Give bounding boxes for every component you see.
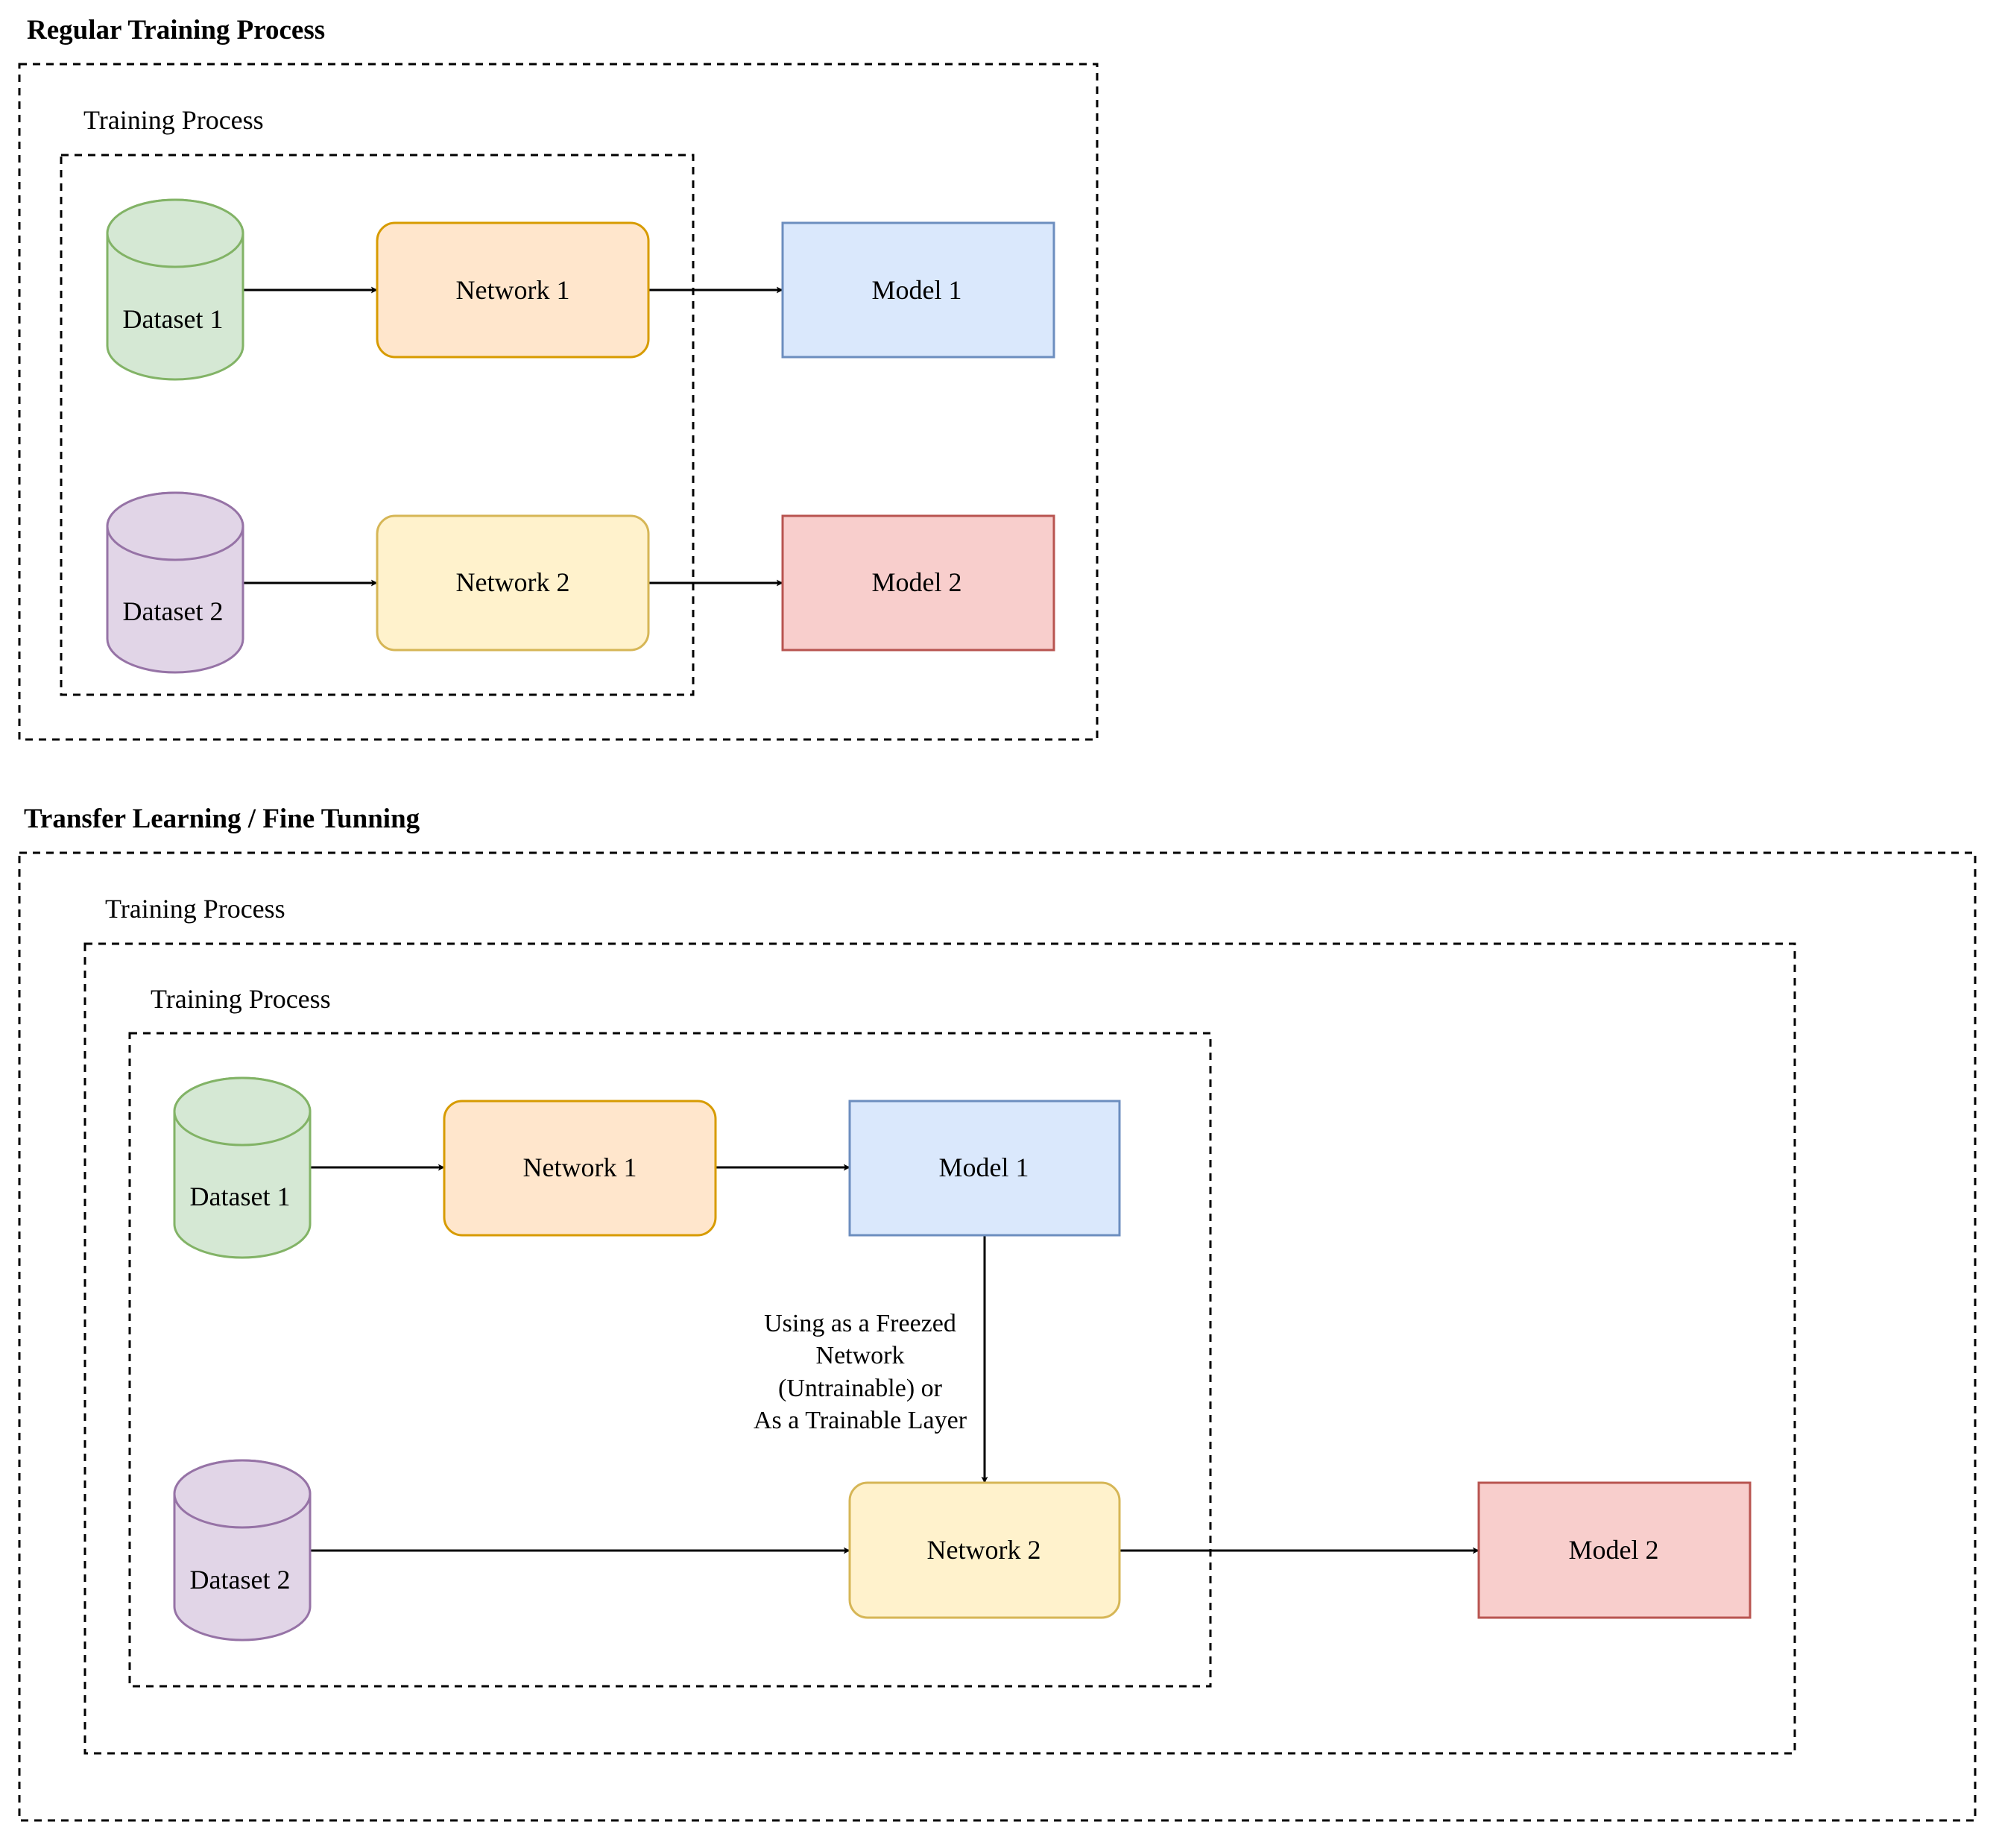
t-network1-box: Network 1 (443, 1100, 717, 1237)
model2-shape (781, 514, 1055, 652)
edge-note-line-4: As a Trainable Layer (754, 1407, 967, 1434)
transfer-inner-training-frame (128, 1032, 1212, 1688)
transfer-inner-frame-label: Training Process (151, 984, 331, 1014)
section-regular: Regular Training Process Training Proces… (18, 15, 1099, 741)
t-model1-box: Model 1 (848, 1100, 1121, 1237)
regular-outer-frame (18, 63, 1099, 741)
transfer-title: Transfer Learning / Fine Tunning (24, 804, 420, 834)
network1-label: Network 1 (456, 275, 570, 305)
transfer-training-frame (83, 942, 1796, 1755)
edge-note: Using as a Freezed Network (Untrainable)… (754, 1310, 967, 1434)
model1-shape (781, 221, 1055, 359)
dataset1-cylinder-top (106, 198, 244, 268)
network1-box: Network 1 (376, 221, 650, 359)
dataset2-cylinder-top (106, 491, 244, 561)
t-dataset2-label: Dataset 2 (190, 1565, 291, 1595)
t-model2-shape (1477, 1481, 1752, 1619)
t-dataset1-label: Dataset 1 (190, 1182, 291, 1211)
network2-shape (376, 514, 650, 652)
t-network2-box: Network 2 (848, 1481, 1121, 1619)
network1-shape (376, 221, 650, 359)
network2-label: Network 2 (456, 567, 570, 597)
t-network2-shape (848, 1481, 1121, 1619)
t-model1-label: Model 1 (939, 1152, 1029, 1182)
t-dataset2-cylinder: Dataset 2 (173, 1459, 312, 1642)
t-dataset2-cylinder-top (173, 1459, 312, 1529)
t-dataset1-cylinder-top (173, 1076, 312, 1147)
dataset2-cylinder: Dataset 2 (106, 491, 244, 674)
network2-box: Network 2 (376, 514, 650, 652)
model1-box: Model 1 (781, 221, 1055, 359)
regular-title: Regular Training Process (27, 15, 325, 45)
regular-training-frame-label: Training Process (83, 105, 264, 135)
t-model1-shape (848, 1100, 1121, 1237)
edge-note-line-2: Network (816, 1342, 905, 1369)
dataset2-label: Dataset 2 (123, 596, 224, 626)
edge-note-line-3: (Untrainable) or (778, 1375, 943, 1402)
section-transfer: Transfer Learning / Fine Tunning Trainin… (18, 804, 1977, 1822)
t-model2-box: Model 2 (1477, 1481, 1752, 1619)
model1-label: Model 1 (872, 275, 962, 305)
model2-label: Model 2 (872, 567, 962, 597)
t-model2-label: Model 2 (1569, 1535, 1659, 1565)
model2-box: Model 2 (781, 514, 1055, 652)
transfer-outer-frame-label: Training Process (105, 894, 285, 924)
regular-training-frame (60, 154, 695, 696)
t-network1-label: Network 1 (523, 1152, 637, 1182)
t-network1-shape (443, 1100, 717, 1237)
t-dataset1-cylinder: Dataset 1 (173, 1076, 312, 1259)
edge-note-line-1: Using as a Freezed (764, 1310, 956, 1337)
dataset1-cylinder: Dataset 1 (106, 198, 244, 381)
t-network2-label: Network 2 (927, 1535, 1041, 1565)
dataset1-label: Dataset 1 (123, 304, 224, 334)
